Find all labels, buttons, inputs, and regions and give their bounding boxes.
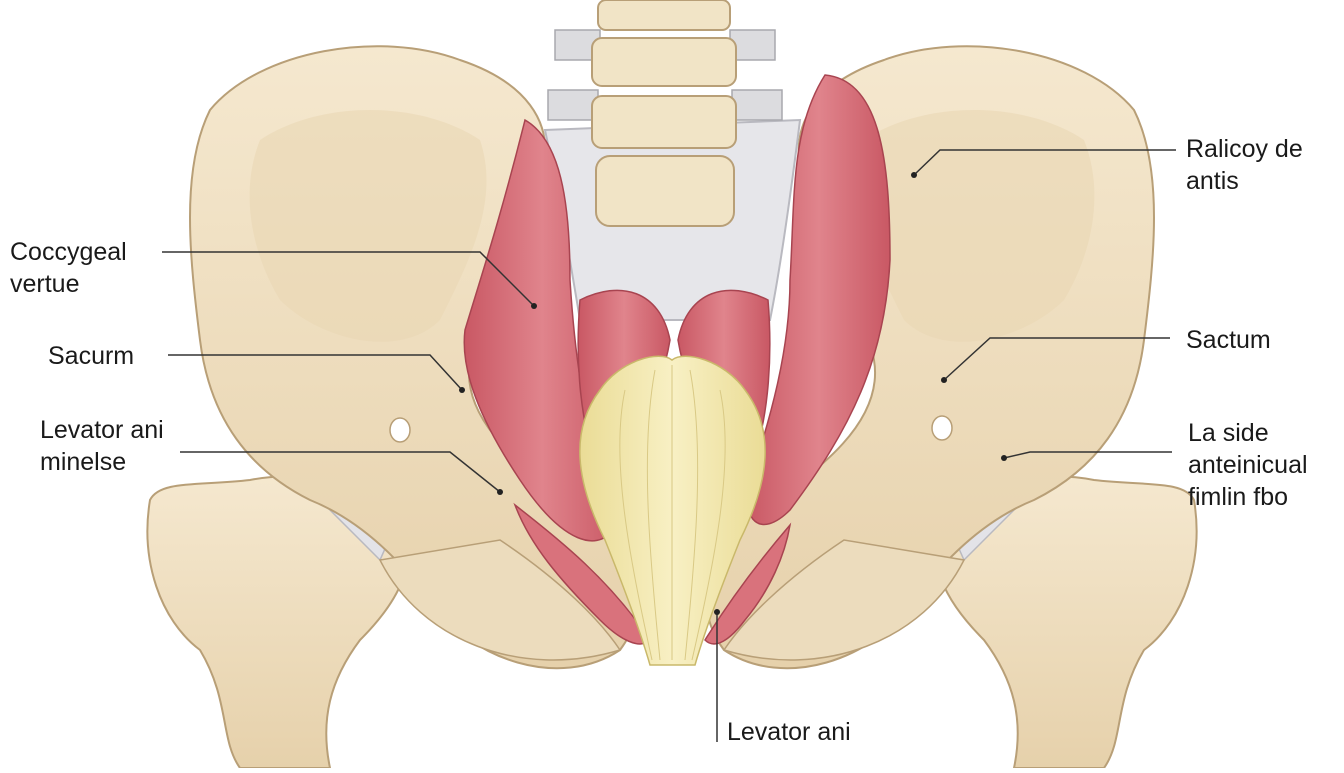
leader-sacrum-right [943,337,1170,381]
leader-lateral [1003,451,1172,459]
leader-markers [459,172,1007,615]
label-sactum: Sactum [1186,324,1271,356]
label-ralicoy-de-antis: Ralicoy de antis [1186,133,1303,197]
label-levator-ani-minelse: Levator ani minelse [40,414,164,478]
leader-sacurm-left [168,354,463,391]
left-lower-muscle-sling [513,502,651,645]
label-levator-ani-bottom: Levator ani [727,716,851,748]
tendon-fibers [619,365,726,661]
right-pubic-ramus [722,539,966,661]
left-femur [146,475,409,769]
label-line: Levator ani [727,718,851,746]
label-coccygeal-vertue: Coccygeal vertue [10,236,127,300]
label-line: Sacurm [48,342,135,370]
leader-lines [162,149,1176,742]
left-pubic-ramus [378,539,622,661]
right-femur [935,475,1198,769]
label-line: Levator ani [40,416,164,444]
leader-ralicoy [913,149,1176,176]
label-line: minelse [40,448,127,476]
leader-levator-left [180,451,501,493]
label-line: antis [1186,167,1239,195]
label-line: vertue [10,270,80,298]
right-lower-muscle-sling [704,522,792,645]
label-la-side-anteinicual: La side anteinicual fimlin fbo [1188,417,1308,513]
label-sacurm: Sacurm [48,340,134,372]
label-line: Ralicoy de [1186,135,1303,163]
label-line: anteinicual [1188,451,1308,479]
label-line: Coccygeal [10,238,127,266]
label-line: fimlin fbo [1188,483,1289,511]
leader-coccygeal [162,251,535,307]
lumbar-vertebrae [547,0,783,227]
label-line: Sactum [1186,326,1271,354]
right-outer-muscle [746,74,891,526]
label-line: La side [1188,419,1269,447]
